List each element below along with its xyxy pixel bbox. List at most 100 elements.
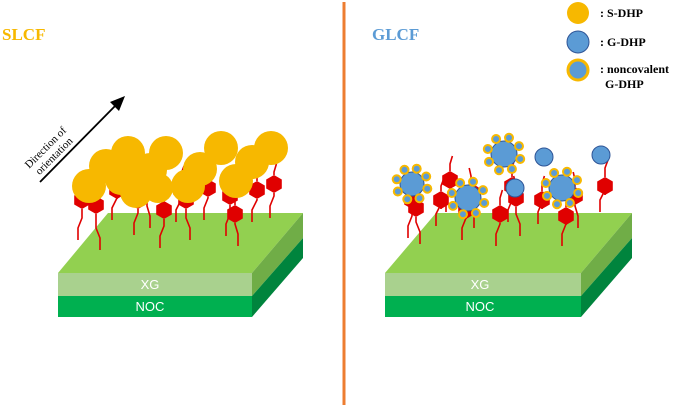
g-dhp-particle <box>505 178 525 198</box>
noncovalent-g-dhp-particle <box>562 166 572 177</box>
noncovalent-g-dhp-particle <box>482 144 493 154</box>
noncovalent-g-dhp-particle <box>468 176 478 187</box>
s-dhp-particle <box>149 136 183 170</box>
noncovalent-g-dhp-particle <box>392 186 403 197</box>
noncovalent-g-dhp-particle <box>484 156 494 167</box>
g-dhp-core <box>591 145 611 165</box>
g-dhp-particle <box>534 147 554 167</box>
noncovalent-g-dhp-particle <box>399 164 410 175</box>
glcf-chain <box>492 189 508 246</box>
glcf-noc-label: NOC <box>466 299 495 314</box>
sugar-ring <box>597 177 613 195</box>
g-dhp-core <box>490 140 518 168</box>
noncovalent-g-dhp-particle <box>491 134 502 144</box>
slcf-xg-label: XG <box>141 277 160 292</box>
legend-g-dhp-label: : G-DHP <box>600 35 646 49</box>
chain-link <box>251 199 258 222</box>
chain-link <box>185 209 191 240</box>
noncovalent-g-dhp-particle <box>479 198 490 208</box>
glcf-noc-front-face <box>385 296 581 317</box>
noncovalent-g-dhp-particle <box>391 174 402 185</box>
sugar-ring <box>558 207 574 225</box>
slcf-noc-front-face <box>58 296 252 317</box>
glcf-noc-side-face <box>581 238 632 317</box>
noncovalent-g-dhp-particle <box>549 168 560 178</box>
chain-link <box>77 209 83 240</box>
noncovalent-g-dhp-particle <box>573 188 584 198</box>
sugar-ring <box>227 205 243 223</box>
glcf-xg-label: XG <box>471 277 490 292</box>
chain-link <box>133 209 139 235</box>
noncovalent-g-dhp-particle <box>402 194 413 205</box>
glcf-g-dhp-particles <box>391 132 611 220</box>
s-dhp-particle <box>183 152 217 186</box>
noncovalent-g-dhp-particle <box>458 209 468 220</box>
slcf-title: SLCF <box>2 25 45 44</box>
noncovalent-g-dhp-particle <box>414 193 425 204</box>
legend-g-dhp-marker <box>566 30 590 54</box>
g-dhp-core <box>548 174 576 202</box>
orientation-arrow <box>39 96 125 183</box>
g-dhp-cluster <box>540 166 584 210</box>
noncovalent-g-dhp-particle <box>506 164 517 174</box>
sugar-ring <box>156 201 172 219</box>
glcf-xg-side-face <box>581 213 632 296</box>
chain-link <box>269 193 275 218</box>
sugar-ring <box>266 175 282 193</box>
noncovalent-g-dhp-particle <box>515 154 526 164</box>
slcf-xg-top-face <box>58 213 303 273</box>
noncovalent-g-dhp-particle <box>478 185 488 196</box>
noncovalent-g-dhp-particle <box>564 198 575 208</box>
noncovalent-g-dhp-particle <box>411 163 422 174</box>
slcf-chain <box>266 163 282 218</box>
glcf-xg-top-face <box>385 213 632 273</box>
noncovalent-g-dhp-particle <box>455 178 466 188</box>
chain-link <box>415 217 421 244</box>
slcf-noc-side-face <box>252 238 303 317</box>
noncovalent-g-dhp-particle <box>422 183 433 194</box>
slcf-chain <box>227 189 243 246</box>
chain-link <box>449 155 454 171</box>
s-dhp-particle <box>254 131 288 165</box>
legend-noncovalent-g-dhp-marker <box>566 58 590 82</box>
noncovalent-g-dhp-particle <box>470 208 481 218</box>
g-dhp-particle <box>591 145 611 165</box>
slcf-substrate: XG NOC <box>58 213 303 317</box>
sugar-ring <box>442 171 458 189</box>
noncovalent-g-dhp-particle <box>448 200 458 211</box>
noncovalent-g-dhp-particle <box>446 188 457 198</box>
slcf-xg-side-face <box>252 213 303 296</box>
chain-link <box>574 205 579 228</box>
chain-link <box>203 197 209 220</box>
g-dhp-cluster <box>391 163 433 205</box>
chain-link <box>604 159 609 177</box>
glcf-xg-front-face <box>385 273 581 296</box>
chain-link <box>234 223 239 246</box>
chain-link <box>159 219 165 248</box>
noncovalent-g-dhp-particle <box>542 190 552 201</box>
slcf-noc-label: NOC <box>136 299 165 314</box>
chain-link <box>495 223 501 246</box>
noncovalent-g-dhp-particle <box>572 175 582 186</box>
chain-link <box>499 189 504 205</box>
noncovalent-g-dhp-particle <box>514 141 524 152</box>
g-dhp-core <box>454 184 482 212</box>
noncovalent-g-dhp-particle <box>421 171 432 182</box>
legend-s-dhp-marker <box>567 2 589 24</box>
chain-link <box>95 214 101 250</box>
chain-link <box>515 207 521 236</box>
sugar-ring <box>433 191 449 209</box>
glcf-substrate: XG NOC <box>385 213 632 317</box>
g-dhp-cluster <box>482 132 526 176</box>
legend: : S-DHP : G-DHP : noncovalent G-DHP <box>566 2 669 91</box>
glcf-chain <box>597 159 613 212</box>
g-dhp-cluster <box>446 176 490 220</box>
noncovalent-g-dhp-particle <box>540 178 551 188</box>
s-dhp-particle <box>204 131 238 165</box>
g-dhp-core <box>505 178 525 198</box>
slcf-s-dhp-particles <box>72 131 288 208</box>
legend-noncovalent-label-line1: : noncovalent <box>600 62 669 76</box>
chain-link <box>273 163 278 175</box>
noncovalent-g-dhp-particle <box>552 199 562 210</box>
g-dhp-core <box>399 171 425 197</box>
